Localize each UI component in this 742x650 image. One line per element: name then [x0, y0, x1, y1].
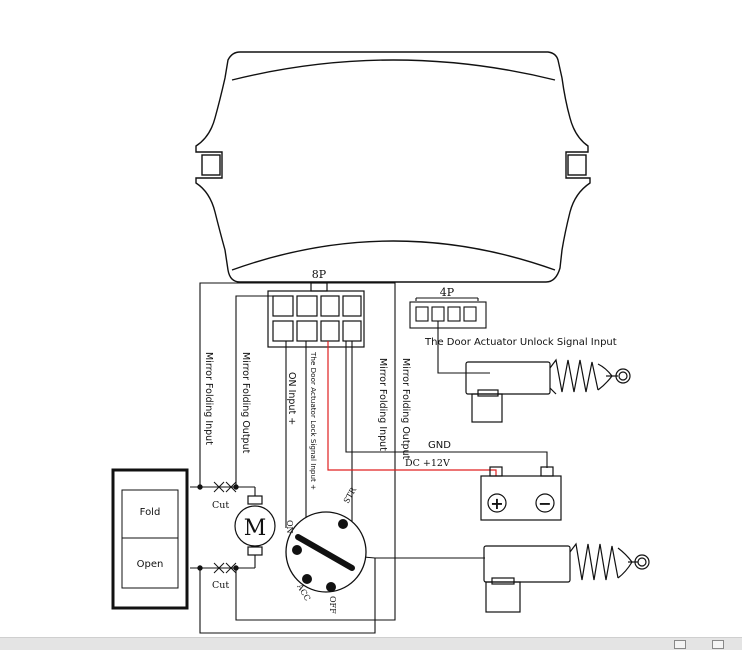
connector-4p-label: 4P	[440, 286, 455, 299]
connector-8p-label: 8P	[312, 268, 327, 281]
switch-fold-label: Fold	[140, 507, 161, 518]
motor-label: M	[244, 516, 267, 541]
bottom-toolbar	[0, 637, 742, 650]
mirror-folding-output-right-label: Mirror Folding Output	[400, 358, 411, 460]
switch-open-label: Open	[137, 559, 164, 570]
mirror-folding-output-left-label: Mirror Folding Output	[240, 352, 251, 454]
fold-open-switch	[111, 468, 189, 610]
door-actuator-unlock	[465, 358, 631, 423]
door-actuator-lock	[483, 542, 650, 613]
ignition-on-label: ON	[285, 520, 294, 534]
motor	[234, 495, 276, 556]
dc-12v-label: DC +12V	[405, 458, 450, 469]
ignition-off-label: OFF	[328, 596, 337, 614]
unlock-signal-label: The Door Actuator Unlock Signal Input	[424, 337, 617, 348]
screen-icon[interactable]	[674, 640, 686, 649]
gnd-label: GND	[428, 440, 451, 451]
mount-tab-left	[201, 154, 221, 176]
wires	[190, 282, 548, 634]
cut-label-bottom: Cut	[212, 580, 229, 591]
ignition-str-label: STR	[342, 485, 359, 505]
connector-4p	[409, 297, 487, 329]
list-icon[interactable]	[712, 640, 724, 649]
cut-marker-top	[197, 481, 239, 493]
on-input-label: ON Input +	[286, 372, 297, 425]
mirror-folding-input-left-label: Mirror Folding Input	[203, 352, 214, 445]
mirror-folding-input-right-label: Mirror Folding Input	[377, 358, 388, 451]
battery	[480, 466, 562, 521]
connector-8p	[267, 282, 365, 348]
control-module	[195, 51, 591, 283]
mount-tab-right	[567, 154, 587, 176]
cut-marker-bottom	[197, 562, 239, 574]
cut-label-top: Cut	[212, 500, 229, 511]
power-wire-12v	[327, 341, 497, 476]
battery-plus-label: +	[490, 494, 503, 513]
battery-minus-label: −	[538, 494, 551, 513]
lock-signal-label: The Door Actuator Lock Signal Input +	[309, 351, 318, 490]
ignition-switch	[285, 511, 367, 593]
